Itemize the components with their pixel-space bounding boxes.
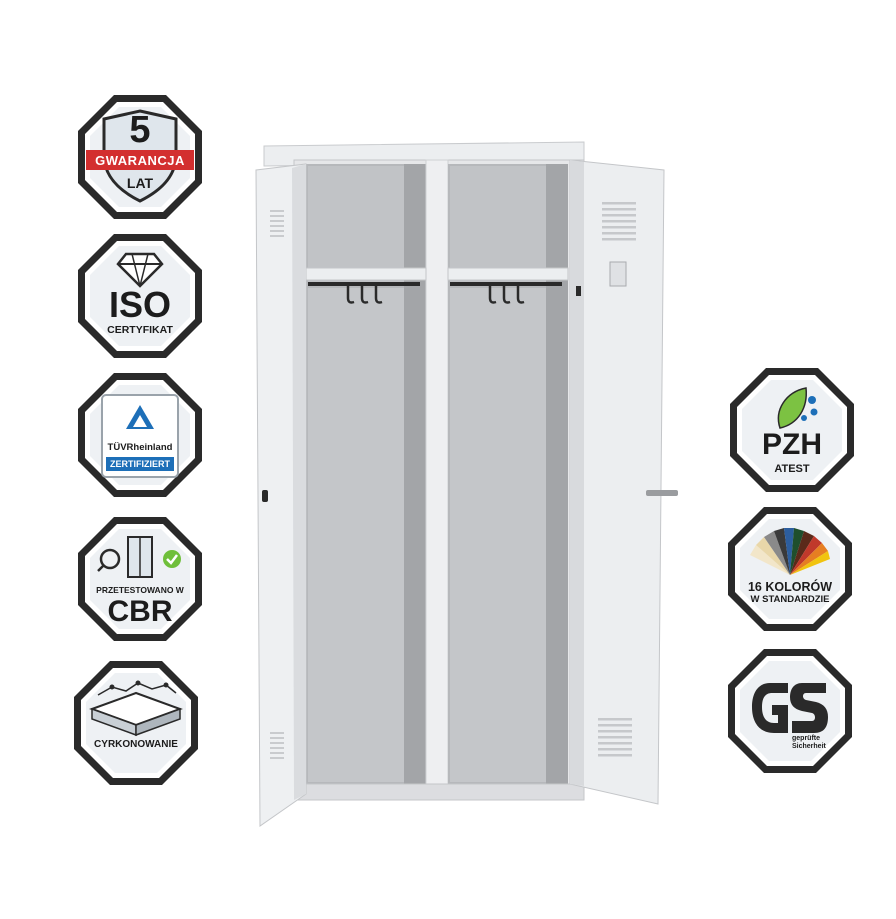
iso-caption: CERTYFIKAT — [107, 324, 173, 336]
gs-caption: geprüfte Sicherheit — [792, 735, 826, 750]
diamond-icon — [116, 252, 164, 288]
warranty-years: 5 — [129, 109, 151, 151]
vent-left-bottom — [270, 732, 284, 759]
center-divider — [425, 159, 449, 801]
vent-right-top — [602, 202, 636, 241]
locker-base — [293, 783, 585, 801]
cbr-title: CBR — [107, 595, 173, 628]
gs-logo-icon — [752, 683, 828, 733]
tuv-brand: TÜVRheinland — [107, 442, 173, 453]
rail-right — [450, 282, 562, 286]
layered-surface-icon — [89, 680, 183, 737]
hooks-left — [346, 286, 383, 304]
cbr-badge: PRZETESTOWANO W CBR — [76, 515, 204, 643]
vent-left-top — [270, 210, 284, 237]
badge-frame-icon — [78, 234, 202, 358]
iso-badge: ISO CERTYFIKAT — [76, 232, 204, 360]
leaf-bacteria-icon — [777, 387, 818, 429]
shelf-left — [305, 267, 427, 281]
shelf-right — [447, 267, 569, 281]
pzh-badge: PZH ATEST — [728, 366, 856, 494]
rail-left — [308, 282, 420, 286]
shield-icon — [86, 109, 194, 203]
door-right-handle — [646, 490, 678, 496]
tuv-triangle-icon — [106, 405, 174, 471]
door-right-latch-icon — [576, 286, 581, 296]
warranty-unit: LAT — [126, 175, 154, 191]
zirconium-caption: CYRKONOWANIE — [94, 739, 178, 750]
vent-right-bottom — [598, 718, 632, 757]
iso-title: ISO — [108, 284, 171, 325]
name-card-holder — [609, 261, 627, 287]
tuv-badge: TÜVRheinland ZERTIFIZIERT — [76, 371, 204, 499]
pzh-title: PZH — [762, 428, 822, 461]
lab-test-icon — [97, 536, 181, 578]
gs-badge: geprüfte Sicherheit — [726, 647, 854, 775]
door-right — [569, 159, 665, 805]
color-fan-icon — [750, 528, 830, 575]
badge-frame-icon — [730, 368, 854, 492]
locker-cabinet — [255, 141, 678, 827]
colors-caption: W STANDARDZIE — [750, 594, 830, 605]
warranty-band-label: GWARANCJA — [95, 153, 185, 168]
colors-badge: 16 KOLORÓW W STANDARDZIE — [726, 505, 854, 633]
colors-title: 16 KOLORÓW — [747, 580, 833, 594]
hooks-right — [488, 286, 525, 304]
zirconium-badge: CYRKONOWANIE — [72, 659, 200, 787]
door-left-lock-icon — [262, 490, 268, 502]
pzh-caption: ATEST — [774, 463, 810, 475]
tuv-status: ZERTIFIZIERT — [110, 459, 170, 469]
warranty-badge: 5 GWARANCJA LAT — [76, 93, 204, 221]
cbr-caption: PRZETESTOWANO W — [96, 585, 184, 595]
